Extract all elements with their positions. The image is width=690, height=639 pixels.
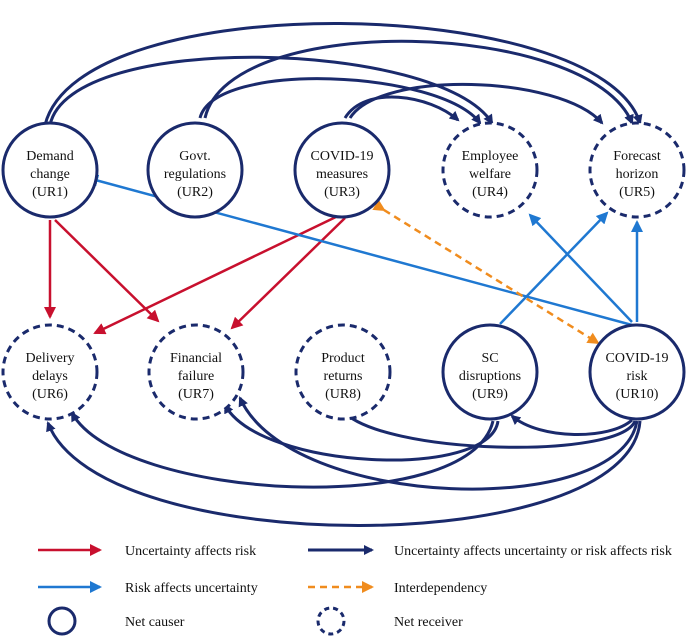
node-ur4-circle <box>441 121 539 219</box>
edge-ur10-ur6 <box>46 420 642 527</box>
node-ur10-line1: COVID-19 <box>606 351 669 366</box>
edge-ur3-ur4 <box>343 95 460 122</box>
node-ur7-line1: Financial <box>170 351 222 366</box>
node-ur3-circle <box>293 121 391 219</box>
edge-ur2-ur4 <box>198 77 482 125</box>
legend-receiver: Net receiver <box>316 606 463 636</box>
node-ur4-line1: Employee <box>462 149 519 164</box>
node-ur1: Demand change (UR1) <box>1 121 99 219</box>
node-ur5-line3: (UR5) <box>619 185 655 200</box>
legend-causer-label: Net causer <box>125 615 185 630</box>
node-ur6-line3: (UR6) <box>32 387 68 402</box>
top-arcs <box>43 22 643 126</box>
node-ur2: Govt. regulations (UR2) <box>146 121 244 219</box>
node-ur4-line2: welfare <box>469 167 511 182</box>
node-ur5-line1: Forecast <box>613 149 661 164</box>
node-ur3-line2: measures <box>316 167 368 182</box>
nodes: Demand change (UR1) Govt. regulations (U… <box>1 121 686 421</box>
orange-edges <box>372 199 600 345</box>
node-ur9-line3: (UR9) <box>472 387 508 402</box>
node-ur6-line1: Delivery <box>26 351 75 366</box>
node-ur2-line3: (UR2) <box>177 185 213 200</box>
node-ur2-line1: Govt. <box>179 149 211 164</box>
legend-receiver-label: Net receiver <box>394 615 463 630</box>
node-ur9-circle <box>441 323 539 421</box>
node-ur10-line2: risk <box>627 369 648 384</box>
legend-navy-label: Uncertainty affects uncertainty or risk … <box>394 544 672 559</box>
edge-ur1-ur5 <box>43 22 643 126</box>
node-ur9: SC disruptions (UR9) <box>441 323 539 421</box>
node-ur1-line3: (UR1) <box>32 185 68 200</box>
legend-receiver-circle <box>316 606 346 636</box>
edge-ur1-ur4 <box>48 55 494 126</box>
edge-ur3-ur7 <box>230 217 346 330</box>
node-ur3-line1: COVID-19 <box>311 149 374 164</box>
node-ur7-line3: (UR7) <box>178 387 214 402</box>
legend-red: Uncertainty affects risk <box>38 544 256 559</box>
legend-orange-label: Interdependency <box>394 581 487 596</box>
node-ur3: COVID-19 measures (UR3) <box>293 121 391 219</box>
node-ur9-line1: SC <box>481 351 498 366</box>
legend-causer: Net causer <box>47 606 185 636</box>
edge-ur3-ur5 <box>348 83 604 125</box>
legend-orange: Interdependency <box>308 581 487 596</box>
node-ur1-circle <box>1 121 99 219</box>
node-ur6: Delivery delays (UR6) <box>1 323 99 421</box>
legend-blue-label: Risk affects uncertainty <box>125 581 258 596</box>
edge-ur3-ur10 <box>372 199 600 345</box>
edge-ur1-ur7 <box>54 219 160 323</box>
node-ur5-circle <box>588 121 686 219</box>
node-ur1-line2: change <box>30 167 70 182</box>
legend-navy: Uncertainty affects uncertainty or risk … <box>308 544 672 559</box>
edge-ur10-ur7 <box>238 396 639 491</box>
node-ur3-line3: (UR3) <box>324 185 360 200</box>
node-ur8-line2: returns <box>324 369 363 384</box>
node-ur6-circle <box>1 323 99 421</box>
node-ur2-circle <box>146 121 244 219</box>
red-edges <box>44 213 346 335</box>
edge-ur2-ur5 <box>203 39 634 125</box>
edge-ur9-ur5 <box>499 211 609 325</box>
node-ur8-line1: Product <box>321 351 365 366</box>
node-ur10: COVID-19 risk (UR10) <box>588 323 686 421</box>
node-ur7-line2: failure <box>178 369 215 384</box>
node-ur8: Product returns (UR8) <box>294 323 392 421</box>
node-ur5-line2: horizon <box>616 167 659 182</box>
legend-red-label: Uncertainty affects risk <box>125 544 256 559</box>
node-ur8-circle <box>294 323 392 421</box>
legend: Uncertainty affects risk Uncertainty aff… <box>38 544 672 636</box>
edge-ur10-ur8 <box>340 408 637 449</box>
legend-causer-circle <box>47 606 77 636</box>
edge-ur10-ur9 <box>510 414 634 436</box>
node-ur2-line2: regulations <box>164 167 226 182</box>
node-ur7-circle <box>147 323 245 421</box>
node-ur4-line3: (UR4) <box>472 185 508 200</box>
node-ur7: Financial failure (UR7) <box>147 323 245 421</box>
node-ur1-line1: Demand <box>26 149 73 164</box>
node-ur10-circle <box>588 323 686 421</box>
node-ur9-line2: disruptions <box>459 369 521 384</box>
bottom-arcs <box>46 396 642 527</box>
node-ur4: Employee welfare (UR4) <box>441 121 539 219</box>
node-ur6-line2: delays <box>32 369 68 384</box>
edge-ur10-ur4 <box>528 213 633 323</box>
edge-ur3-ur6 <box>93 213 341 335</box>
node-ur5: Forecast horizon (UR5) <box>588 121 686 219</box>
node-ur10-line3: (UR10) <box>616 387 659 402</box>
legend-blue: Risk affects uncertainty <box>38 581 258 596</box>
node-ur8-line3: (UR8) <box>325 387 361 402</box>
edge-ur9-ur6 <box>70 411 495 489</box>
edge-ur9-ur7 <box>223 403 500 462</box>
